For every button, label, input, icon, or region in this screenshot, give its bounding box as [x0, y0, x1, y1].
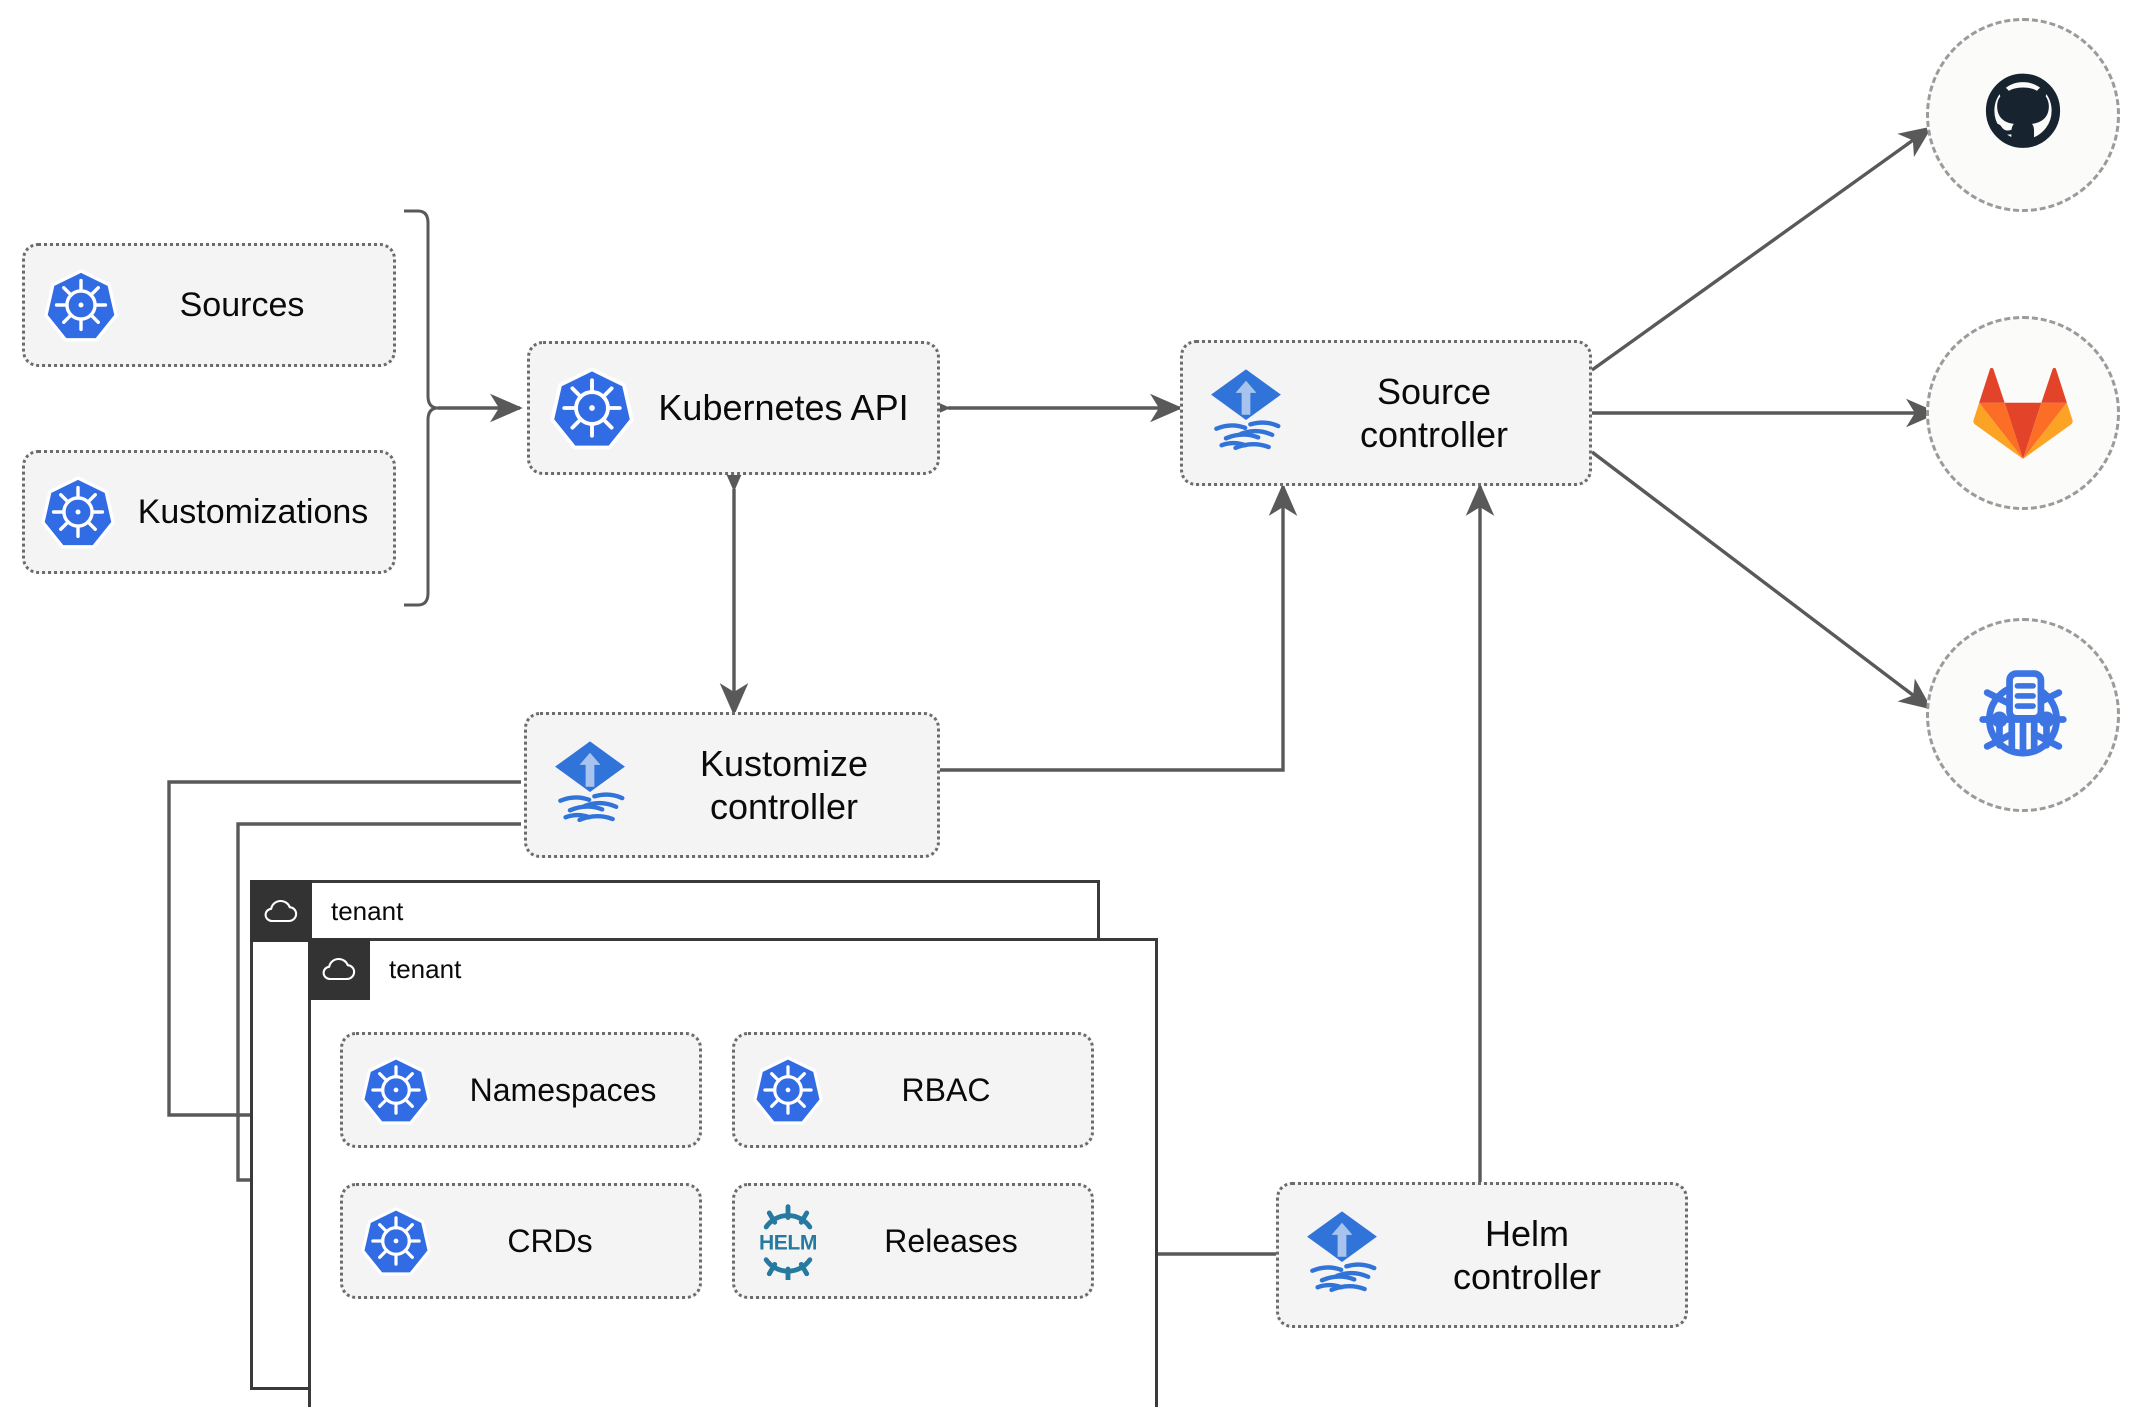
kubernetes-icon — [25, 268, 137, 342]
tenant-resource-releases[interactable]: HELM Releases — [732, 1183, 1094, 1299]
tenant-resource-crds[interactable]: CRDs — [340, 1183, 702, 1299]
tenant-group-front: tenant — [308, 938, 1158, 1407]
custom-resources-bracket — [404, 209, 439, 607]
controller-label: Kustomize controller — [699, 742, 869, 827]
controller-label: Kubernetes API — [658, 387, 909, 429]
kubernetes-icon — [530, 366, 654, 450]
tenant-resource-label: Namespaces — [469, 1071, 657, 1108]
tenant-resource-label: RBAC — [901, 1071, 991, 1108]
provider-circle-helm-repository[interactable] — [1926, 618, 2120, 812]
tenant-resource-rbac[interactable]: RBAC — [732, 1032, 1094, 1148]
controller-card-helm-controller[interactable]: Helm controller — [1276, 1182, 1688, 1328]
kubernetes-icon — [735, 1055, 841, 1125]
provider-circle-gitlab[interactable] — [1926, 316, 2120, 510]
resource-label: Kustomizations — [137, 492, 369, 531]
tenant-resource-namespaces[interactable]: Namespaces — [340, 1032, 702, 1148]
resource-label: Sources — [179, 285, 305, 324]
resource-card-kustomizations[interactable]: Kustomizations — [22, 450, 396, 574]
cloud-icon — [250, 880, 312, 942]
edge-kustomize-controller-to-source-controller — [939, 483, 1298, 772]
controller-label: Source controller — [1359, 370, 1509, 455]
kubernetes-icon — [25, 475, 131, 549]
flux-icon — [1279, 1207, 1405, 1303]
controller-label: Helm controller — [1452, 1212, 1602, 1297]
flux-icon — [527, 737, 653, 833]
helm-repo-icon — [1979, 670, 2067, 757]
tenant-back-label: tenant — [331, 895, 404, 926]
provider-circle-github[interactable] — [1926, 18, 2120, 212]
controller-card-kustomize-controller[interactable]: Kustomize controller — [524, 712, 940, 858]
svg-text:HELM: HELM — [759, 1232, 817, 1255]
tenant-resource-label: CRDs — [507, 1222, 593, 1259]
controller-card-source-controller[interactable]: Source controller — [1180, 340, 1592, 486]
edge-source-controller-to-helm-repository — [1590, 450, 1933, 710]
github-icon — [1985, 73, 2061, 148]
gitlab-icon — [1973, 367, 2073, 459]
tenant-front-label: tenant — [389, 953, 462, 984]
helm-icon: HELM — [735, 1202, 841, 1280]
resource-card-sources[interactable]: Sources — [22, 243, 396, 367]
cloud-icon — [308, 938, 370, 1000]
tenant-resource-label: Releases — [884, 1222, 1018, 1259]
kubernetes-icon — [343, 1055, 449, 1125]
edge-source-controller-to-github — [1591, 126, 1933, 372]
flux-icon — [1183, 365, 1309, 461]
controller-card-kubernetes-api[interactable]: Kubernetes API — [527, 341, 940, 475]
kubernetes-icon — [343, 1206, 449, 1276]
